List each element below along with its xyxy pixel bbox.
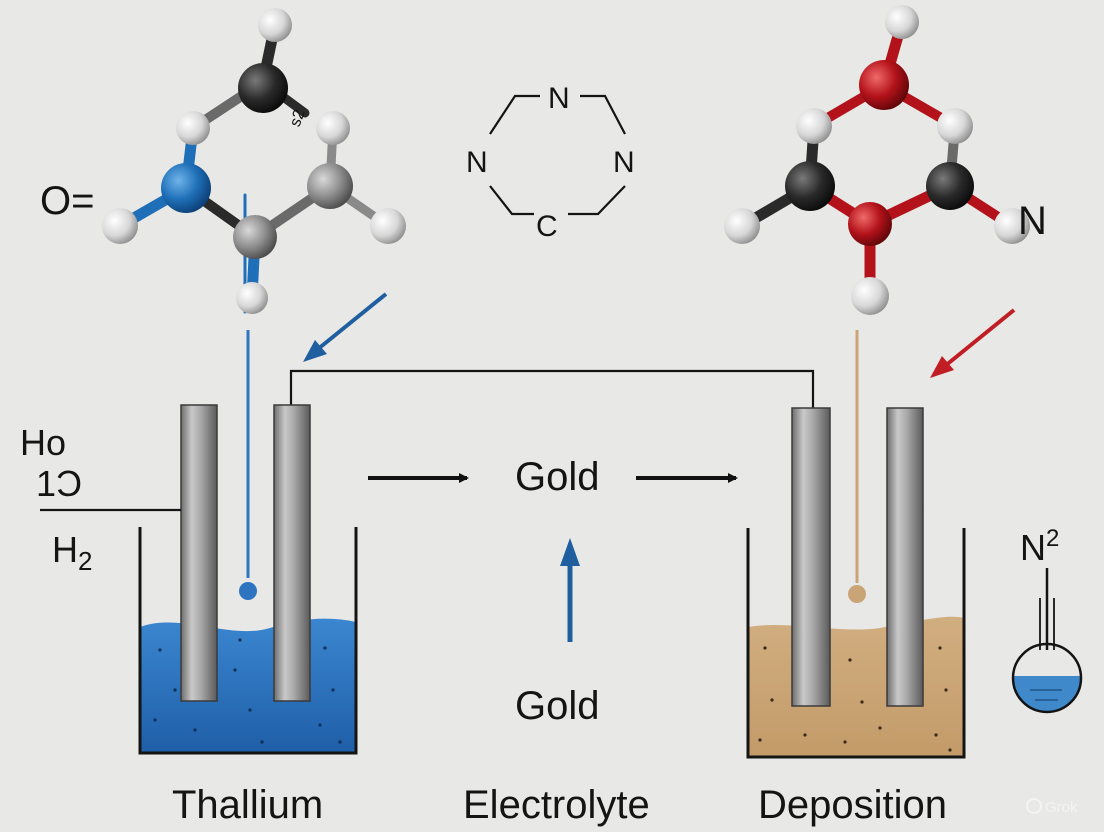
carbon-atom: [307, 163, 353, 209]
center-flow: Gold Gold: [368, 455, 738, 728]
small-mark-label: s2: [287, 107, 309, 129]
left-molecule: O= s2: [40, 8, 406, 314]
ring-atom-top: N: [548, 82, 570, 115]
left-electrolyte-particles: [153, 638, 342, 744]
hydrogen-atom: [370, 208, 406, 244]
red-pointer-arrow: [930, 308, 1016, 378]
blue-pointer-arrow: [303, 292, 388, 362]
hydrogen-atom: [885, 5, 919, 39]
gold-label-top: Gold: [515, 455, 600, 499]
hydrogen-atom: [937, 108, 973, 144]
left-probe-bulb: [239, 582, 257, 600]
right-electrode-1: [791, 407, 831, 707]
electrolyte-label: Electrolyte: [463, 783, 650, 827]
ring-atom-bottom: C: [536, 210, 558, 243]
hydrogen-atom: [236, 282, 268, 314]
left-cell: [40, 330, 358, 755]
ring-atom-left: N: [466, 146, 488, 179]
gold-label-bottom: Gold: [515, 684, 600, 728]
flask-label: N2: [1020, 525, 1059, 568]
oxygen-atom: [848, 202, 892, 246]
right-molecule: N: [724, 5, 1047, 315]
carbon-atom: [233, 215, 277, 259]
h2-label: H2: [52, 529, 92, 576]
hydrogen-atom: [724, 208, 760, 244]
oxygen-label: O=: [40, 179, 94, 223]
right-electrode-2: [886, 407, 924, 707]
hydrogen-atom: [258, 8, 292, 42]
left-electrode-1: [180, 404, 218, 702]
n2-flask: N2: [1011, 525, 1083, 714]
watermark: Grok: [1026, 798, 1078, 816]
hydrogen-atom: [176, 111, 210, 145]
right-probe-bulb: [848, 585, 866, 603]
nitrogen-atom: [161, 163, 211, 213]
ring-atom-right: N: [613, 146, 635, 179]
right-n-label: N: [1018, 199, 1047, 243]
left-label-ho: Ho: [20, 422, 66, 463]
right-electrolyte-particles: [758, 646, 952, 752]
hydrogen-atom: [316, 111, 350, 145]
flask-body: [1011, 642, 1083, 714]
watermark-text: Grok: [1045, 799, 1078, 816]
triazine-ring: N N N C: [466, 82, 635, 243]
blue-up-arrow: [560, 538, 580, 642]
right-cell: [746, 330, 966, 759]
hydrogen-atom: [994, 208, 1030, 244]
left-label-1d: 1Ɔ: [36, 463, 82, 504]
left-electrode-2: [273, 404, 311, 702]
left-electrolyte: [140, 618, 356, 752]
thallium-label: Thallium: [172, 783, 323, 827]
left-beaker: [138, 527, 358, 755]
hydrogen-atom: [796, 108, 832, 144]
hydrogen-atom: [102, 208, 138, 244]
right-electrolyte: [748, 616, 964, 756]
left-side-labels: Ho 1Ɔ H2: [20, 422, 92, 576]
oxygen-atom: [859, 60, 909, 110]
carbon-atom: [238, 63, 288, 113]
carbon-atom: [926, 162, 974, 210]
carbon-atom: [785, 161, 835, 211]
connecting-wire: [289, 369, 815, 408]
right-beaker: [746, 528, 966, 759]
deposition-label: Deposition: [758, 783, 947, 827]
hydrogen-atom: [851, 277, 889, 315]
